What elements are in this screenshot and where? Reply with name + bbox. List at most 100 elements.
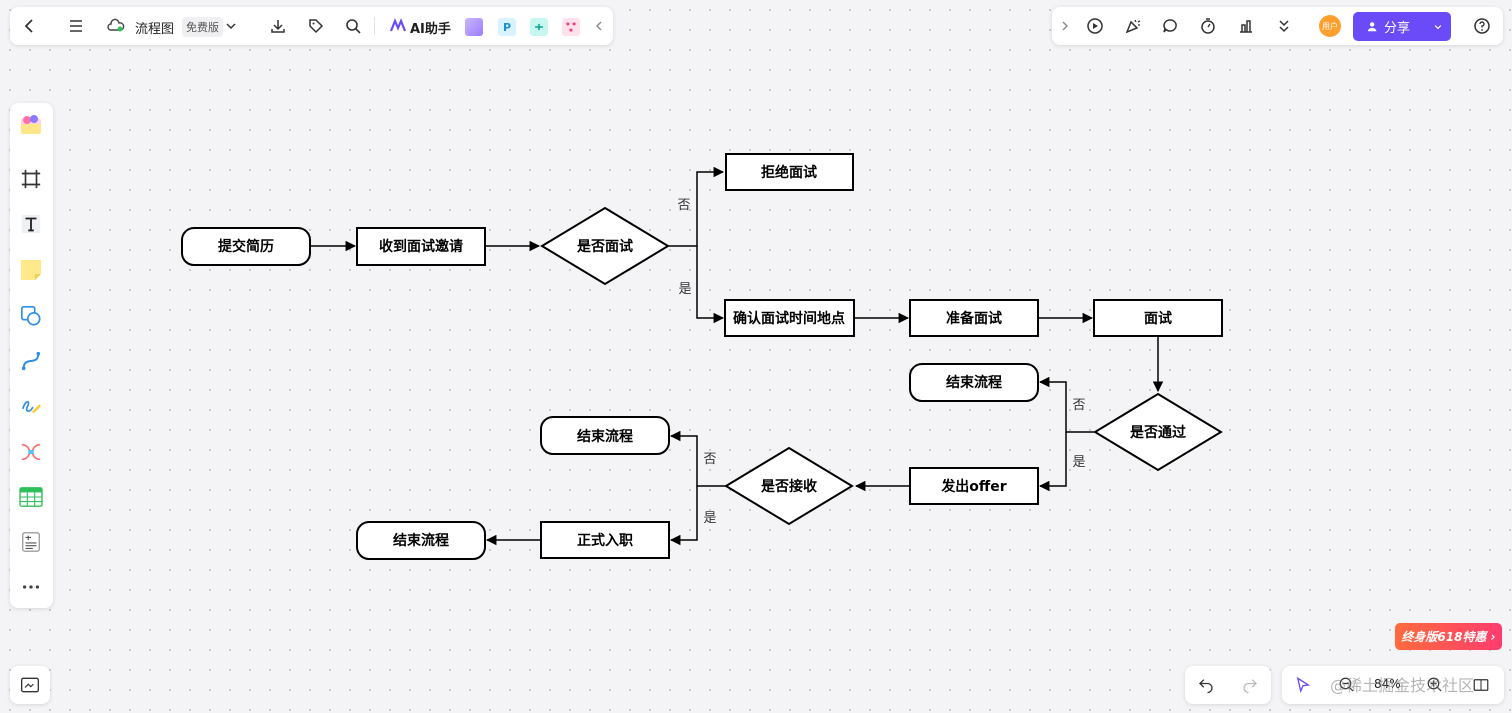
edge-pass-end1	[1038, 376, 1095, 433]
vote-icon[interactable]	[1232, 12, 1260, 40]
edge-label-pass-no: 否	[1072, 398, 1085, 413]
toolbar-divider	[374, 17, 375, 35]
mindmap-plugin-icon[interactable]	[530, 18, 548, 36]
pen-tool-icon[interactable]	[16, 392, 46, 422]
node-end3[interactable]	[356, 521, 486, 560]
edge-label-accept-no: 否	[703, 452, 716, 467]
fit-screen-icon[interactable]	[1472, 676, 1490, 694]
timer-icon[interactable]	[1194, 12, 1222, 40]
zoom-in-icon[interactable]	[1426, 676, 1444, 694]
label-end1: 结束流程	[946, 374, 1002, 391]
share-chevron-down-icon[interactable]	[1433, 22, 1443, 32]
select-cursor-icon[interactable]	[1294, 676, 1312, 694]
celebrate-icon[interactable]	[1119, 12, 1147, 40]
node-interview[interactable]	[1093, 299, 1223, 337]
label-decide-accept: 是否接收	[761, 478, 818, 495]
label-onboard: 正式入职	[577, 532, 633, 549]
node-decide-pass[interactable]	[1093, 392, 1223, 472]
flowchart-shapes	[181, 153, 1223, 560]
label-decide-interview: 是否面试	[577, 238, 633, 255]
node-onboard[interactable]	[540, 521, 670, 559]
zoom-level[interactable]: 84%	[1374, 677, 1401, 691]
edge-decide-confirm	[696, 246, 725, 324]
ai-assistant-label[interactable]: AI助手	[410, 22, 451, 37]
label-reject: 拒绝面试	[761, 164, 817, 181]
menu-icon[interactable]	[62, 12, 90, 40]
label-end3: 结束流程	[393, 532, 449, 549]
cloud-saved-icon	[102, 12, 130, 40]
connector-tool-icon[interactable]	[16, 346, 46, 376]
plan-badge[interactable]: 免费版	[182, 17, 223, 37]
edge-label-interview-no: 否	[677, 198, 690, 213]
top-left-toolbar: 流程图 免费版 AI助手 P	[10, 7, 613, 45]
node-reject[interactable]	[725, 153, 854, 191]
share-button[interactable]: 分享	[1353, 12, 1451, 41]
edge-accept-onboard	[669, 486, 698, 546]
node-offer[interactable]	[909, 467, 1039, 505]
download-icon[interactable]	[264, 12, 292, 40]
text-tool-icon[interactable]	[16, 209, 46, 239]
p-plugin-icon[interactable]: P	[498, 18, 516, 36]
edge-label-interview-yes: 是	[678, 282, 691, 297]
more-tools-icon[interactable]	[16, 572, 46, 602]
redo-icon[interactable]	[1241, 676, 1259, 694]
label-offer: 发出offer	[940, 478, 1006, 495]
node-invite[interactable]	[356, 227, 486, 266]
undo-redo-panel	[1185, 666, 1271, 704]
node-decide-accept[interactable]	[724, 446, 854, 526]
flowchart-labels: 提交简历 收到面试邀请 是否面试 拒绝面试 确认面试时间地点 准备面试 面试 结…	[218, 164, 1186, 549]
document-title[interactable]: 流程图	[135, 22, 175, 37]
back-icon[interactable]	[16, 12, 44, 40]
ai-assistant-icon[interactable]	[387, 12, 409, 40]
flowchart-edges	[311, 166, 1164, 546]
shape-tool-icon[interactable]	[16, 301, 46, 331]
edge-decide-reject	[668, 166, 725, 247]
more-down-icon[interactable]	[1270, 12, 1298, 40]
edge-labels: 否 是 否 是 否 是	[677, 198, 1085, 526]
comment-icon[interactable]	[1156, 12, 1184, 40]
help-icon[interactable]	[1468, 12, 1496, 40]
sticky-note-icon[interactable]	[16, 255, 46, 285]
promo-banner[interactable]: 终身版618特惠 ›	[1395, 623, 1502, 650]
label-submit: 提交简历	[218, 238, 274, 255]
label-prepare: 准备面试	[946, 310, 1002, 327]
node-submit[interactable]	[181, 227, 311, 266]
add-user-icon	[1367, 21, 1377, 31]
image-gen-icon[interactable]	[465, 18, 483, 36]
label-interview: 面试	[1144, 310, 1172, 327]
document-tool-icon[interactable]	[16, 527, 46, 557]
label-end2: 结束流程	[577, 428, 633, 445]
share-label: 分享	[1384, 21, 1411, 36]
table-tool-icon[interactable]	[16, 482, 46, 512]
collapse-left-icon[interactable]	[590, 12, 608, 40]
zoom-panel: 84%	[1282, 666, 1504, 704]
label-invite: 收到面试邀请	[379, 238, 463, 255]
frame-icon[interactable]	[16, 164, 46, 194]
chevron-down-icon[interactable]	[221, 12, 241, 40]
tag-icon[interactable]	[302, 12, 330, 40]
node-confirm[interactable]	[724, 299, 855, 337]
node-decide-interview[interactable]	[540, 206, 670, 286]
user-avatar[interactable]: 用户	[1319, 15, 1341, 37]
flow-plugin-icon[interactable]	[562, 18, 580, 36]
minimap-button[interactable]	[10, 666, 50, 704]
edge-pass-offer	[1038, 432, 1067, 492]
present-play-icon[interactable]	[1081, 12, 1109, 40]
templates-icon[interactable]	[16, 110, 46, 140]
undo-icon[interactable]	[1197, 676, 1215, 694]
watermark-text: @稀土掘金技术社区	[1330, 676, 1475, 695]
node-end2[interactable]	[540, 416, 670, 455]
left-tool-sidebar	[10, 103, 53, 608]
minimap-icon	[21, 677, 39, 693]
node-prepare[interactable]	[909, 299, 1039, 337]
mindmap-tool-icon[interactable]	[16, 437, 46, 467]
edge-label-pass-yes: 是	[1072, 455, 1085, 470]
zoom-out-icon[interactable]	[1338, 676, 1356, 694]
expand-right-icon[interactable]	[1056, 12, 1074, 40]
node-end1[interactable]	[909, 363, 1039, 402]
edge-accept-end2	[669, 430, 726, 487]
avatar-label: 用户	[1322, 21, 1338, 31]
search-icon[interactable]	[339, 12, 367, 40]
edge-label-accept-yes: 是	[703, 511, 716, 526]
